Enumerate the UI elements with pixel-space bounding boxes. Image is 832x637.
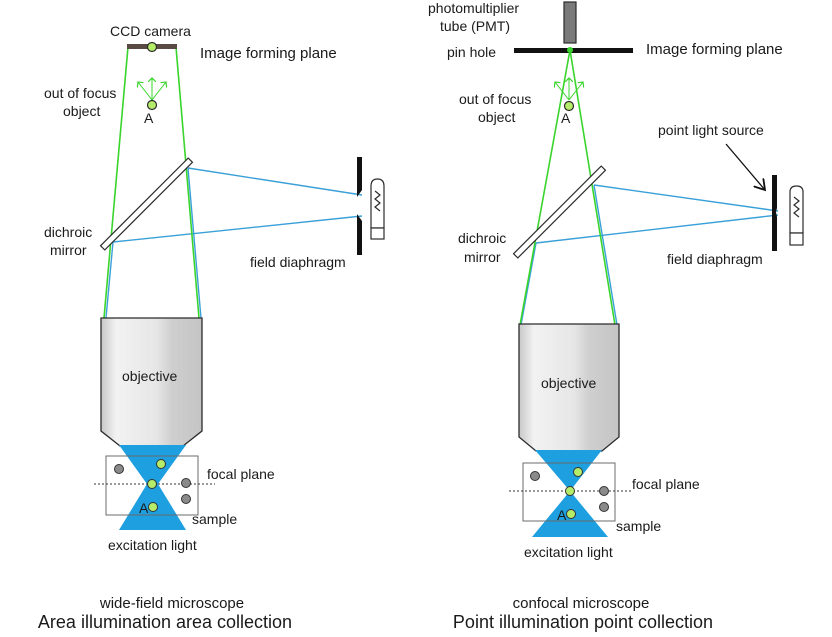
widefield-excitation-path xyxy=(105,167,363,319)
out-of-focus-label-2: object xyxy=(63,103,100,119)
dichroic-mirror-label-2: mirror xyxy=(50,242,87,258)
widefield-emission-path xyxy=(103,46,200,319)
image-plane-label: Image forming plane xyxy=(646,41,783,58)
pinhole xyxy=(567,47,573,53)
sample-particle xyxy=(181,494,191,504)
fluorescent-particle xyxy=(573,467,583,477)
widefield-caption-title: wide-field microscope xyxy=(99,595,244,612)
pmt-label-2: tube (PMT) xyxy=(440,18,510,34)
pmt-label: photomultiplier xyxy=(428,0,519,16)
pinhole-label: pin hole xyxy=(447,44,496,60)
objective-label: objective xyxy=(541,375,596,391)
confocal-diagram: photomultiplier tube (PMT) pin hole Imag… xyxy=(428,0,804,632)
out-of-focus-object xyxy=(563,100,575,112)
image-plane-label: Image forming plane xyxy=(200,45,337,62)
objective-lens xyxy=(518,323,620,452)
pinhole-plate xyxy=(514,48,633,53)
dichroic-mirror xyxy=(99,157,194,251)
field-diaphragm xyxy=(772,175,777,251)
confocal-excitation-path xyxy=(520,184,779,326)
sample-particle xyxy=(599,502,609,512)
confocal-emission-path xyxy=(519,49,616,326)
sample-particle xyxy=(114,464,124,474)
sample-particle xyxy=(530,471,540,481)
sample-particle xyxy=(181,478,191,488)
focal-point xyxy=(147,479,157,489)
out-of-focus-object xyxy=(146,99,158,111)
objective-label: objective xyxy=(122,368,177,384)
sample-particle xyxy=(599,486,609,496)
field-diaphragm-label: field diaphragm xyxy=(667,251,763,267)
out-of-focus-label-2: object xyxy=(478,109,515,125)
out-of-focus-label: out of focus xyxy=(44,85,116,101)
focal-plane-label: focal plane xyxy=(632,476,700,492)
dichroic-mirror xyxy=(512,165,607,259)
out-of-focus-rays xyxy=(138,78,166,101)
dichroic-mirror-label-2: mirror xyxy=(464,249,501,265)
dichroic-mirror-label: dichroic xyxy=(44,224,92,240)
pmt-detector xyxy=(563,1,577,44)
sample-label: sample xyxy=(192,511,237,527)
out-of-focus-rays xyxy=(555,78,583,101)
field-diaphragm-label: field diaphragm xyxy=(250,254,346,270)
point-source-arrow xyxy=(725,143,765,190)
focal-point xyxy=(565,486,575,496)
out-of-focus-label: out of focus xyxy=(459,91,531,107)
confocal-caption-title: confocal microscope xyxy=(513,595,650,612)
confocal-caption-subtitle: Point illumination point collection xyxy=(453,612,713,632)
lamp-icon xyxy=(370,178,385,240)
fluorescent-particle-A xyxy=(148,502,158,512)
widefield-diagram: CCD camera Image forming plane out of fo… xyxy=(38,23,385,632)
field-diaphragm xyxy=(357,157,362,255)
sample-box xyxy=(522,462,616,522)
sample-A-label: A xyxy=(139,500,149,516)
lamp-icon xyxy=(789,185,804,246)
sample-box xyxy=(105,455,199,516)
point-A-label: A xyxy=(561,110,571,126)
point-A-label: A xyxy=(144,110,154,126)
ccd-camera-label: CCD camera xyxy=(110,23,191,39)
sample-label: sample xyxy=(616,518,661,534)
sample-A-label: A xyxy=(557,507,567,523)
ccd-image-point xyxy=(146,41,158,53)
fluorescent-particle-A xyxy=(566,509,576,519)
excitation-light-label: excitation light xyxy=(524,544,613,560)
focal-plane-label: focal plane xyxy=(207,466,275,482)
point-source-label: point light source xyxy=(658,122,764,138)
widefield-caption-subtitle: Area illumination area collection xyxy=(38,612,292,632)
dichroic-mirror-label: dichroic xyxy=(458,230,506,246)
fluorescent-particle xyxy=(156,459,166,469)
excitation-light-label: excitation light xyxy=(108,537,197,553)
